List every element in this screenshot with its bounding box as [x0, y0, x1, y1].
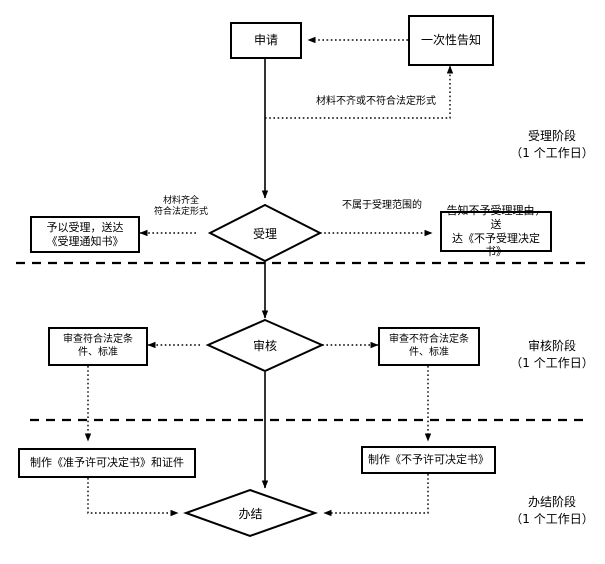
stage-label-acceptance-duration: （1 个工作日）: [510, 145, 594, 160]
stage-label-completion-name: 办结阶段: [527, 495, 576, 509]
stage-label-review: 审核阶段 （1 个工作日）: [502, 338, 602, 372]
edge-grant-to-complete: [87, 478, 179, 517]
node-accept-decision[interactable]: 受理: [210, 205, 320, 261]
stage-label-review-duration: （1 个工作日）: [510, 355, 594, 370]
node-accept-no-line1: 告知不予受理理由，送: [446, 204, 546, 231]
node-review-fail-line2: 件、标准: [409, 346, 449, 358]
edge-label-materials-complete-line2: 符合法定形式: [153, 207, 208, 218]
stage-label-completion-duration: （1 个工作日）: [510, 511, 594, 526]
node-accept-decision-label: 受理: [252, 226, 277, 241]
stage-label-completion: 办结阶段 （1 个工作日）: [502, 494, 602, 528]
diamond-review-shape: [205, 318, 325, 373]
diamond-complete-shape: [183, 488, 318, 538]
edge-deny-to-complete: [323, 474, 429, 517]
edge-label-materials-complete-line1: 材料齐全: [162, 196, 199, 206]
node-review-decision[interactable]: 审核: [208, 320, 322, 371]
edge-label-materials-complete: 材料齐全 符合法定形式: [137, 196, 225, 219]
stage-label-review-name: 审核阶段: [527, 339, 576, 353]
node-review-fail[interactable]: 审查不符合法定条 件、标准: [378, 327, 480, 366]
node-review-pass-line2: 件、标准: [78, 346, 118, 358]
node-apply[interactable]: 申请: [230, 22, 302, 59]
node-accept-yes[interactable]: 予以受理，送达 《受理通知书》: [30, 216, 140, 253]
node-accept-yes-line1: 予以受理，送达: [46, 220, 124, 234]
node-accept-yes-line2: 《受理通知书》: [46, 234, 124, 248]
node-review-decision-label: 审核: [252, 339, 277, 353]
node-complete[interactable]: 办结: [186, 490, 315, 536]
node-review-pass-line1: 审查符合法定条: [63, 334, 133, 345]
node-deny-label: 制作《不予许可决定书》: [368, 453, 489, 467]
edge-incomplete-to-notice: [265, 65, 454, 119]
node-complete-label: 办结: [238, 506, 263, 521]
stage-label-acceptance: 受理阶段 （1 个工作日）: [502, 128, 602, 162]
diamond-accept-shape: [207, 203, 323, 263]
node-one-time-notice-label: 一次性告知: [420, 33, 481, 47]
edge-label-out-of-scope: 不属于受理范围的: [330, 200, 434, 213]
edge-label-out-of-scope-text: 不属于受理范围的: [342, 200, 422, 211]
stage-label-acceptance-name: 受理阶段: [527, 129, 576, 143]
node-review-fail-line1: 审查不符合法定条: [389, 334, 469, 345]
node-grant-label: 制作《准予许可决定书》和证件: [30, 456, 184, 470]
edge-label-incomplete-materials: 材料不齐或不符合法定形式: [286, 96, 466, 109]
node-apply-label: 申请: [253, 33, 278, 47]
node-accept-no-line2: 达《不予受理决定书》: [452, 231, 540, 259]
edge-label-incomplete-materials-text: 材料不齐或不符合法定形式: [316, 96, 436, 107]
node-review-pass[interactable]: 审查符合法定条 件、标准: [48, 327, 148, 366]
node-grant[interactable]: 制作《准予许可决定书》和证件: [18, 448, 196, 478]
node-one-time-notice[interactable]: 一次性告知: [408, 15, 494, 66]
node-accept-no[interactable]: 告知不予受理理由，送 达《不予受理决定书》: [440, 204, 552, 258]
node-deny[interactable]: 制作《不予许可决定书》: [361, 446, 496, 474]
